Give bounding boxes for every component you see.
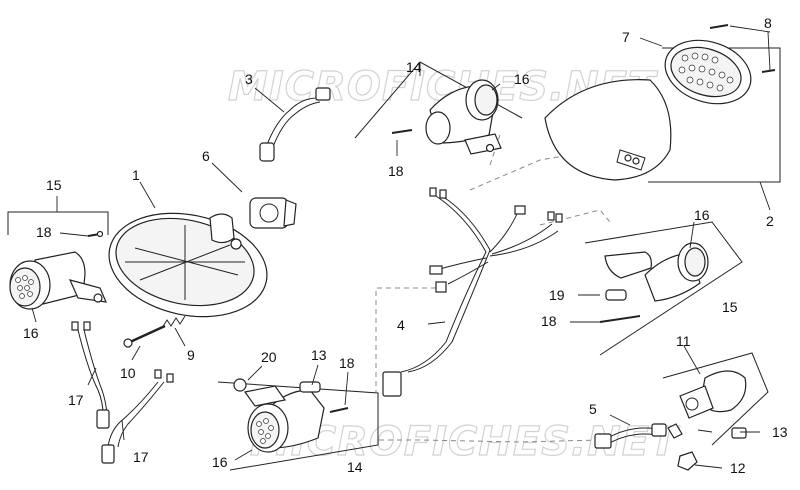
callout-5: 5 xyxy=(589,401,597,417)
dashed-wire-top xyxy=(469,149,601,191)
indicator-wire-harness-a xyxy=(71,321,110,429)
callout-2: 2 xyxy=(766,213,774,229)
callout-labels: 1 2 3 4 5 6 7 8 9 10 11 12 13 13 14 14 1… xyxy=(23,15,788,476)
headlight-assembly xyxy=(108,212,268,318)
callout-12: 12 xyxy=(730,460,746,476)
callout-20: 20 xyxy=(261,349,277,365)
rear-left-indicator xyxy=(391,79,502,155)
bracket-11 xyxy=(662,352,769,446)
front-left-indicator xyxy=(9,230,107,310)
bracket-15-right xyxy=(584,221,743,356)
callout-16-left: 16 xyxy=(23,325,39,341)
dashed-wire-bottom xyxy=(378,439,601,443)
callout-15-right: 15 xyxy=(722,299,738,315)
callout-16-right: 16 xyxy=(694,207,710,223)
callout-18-top: 18 xyxy=(388,163,404,179)
adjuster-screw-spring xyxy=(123,315,186,348)
position-bulb-wire xyxy=(259,87,331,162)
callout-4: 4 xyxy=(397,317,405,333)
callout-17-b: 17 xyxy=(133,449,149,465)
callout-3: 3 xyxy=(245,71,253,87)
tail-light-assembly xyxy=(544,24,776,181)
main-wiring-harness xyxy=(382,187,563,397)
leader-2 xyxy=(759,181,771,211)
bracket-14-bottom xyxy=(217,381,379,471)
callout-16-bottom: 16 xyxy=(212,454,228,470)
dashed-wire-lower xyxy=(375,287,436,392)
callout-18-left: 18 xyxy=(36,224,52,240)
callout-13-right: 13 xyxy=(772,424,788,440)
license-light-wire xyxy=(594,423,683,449)
callout-13-bottom: 13 xyxy=(311,347,327,363)
callout-17-a: 17 xyxy=(68,392,84,408)
rear-right-indicator xyxy=(599,242,709,323)
bracket-15-left xyxy=(7,211,109,235)
leader-lines xyxy=(31,25,771,469)
callout-1: 1 xyxy=(132,167,140,183)
callout-10: 10 xyxy=(120,365,136,381)
callout-18-bottom: 18 xyxy=(339,355,355,371)
bulb-socket xyxy=(249,197,297,229)
callout-16-top: 16 xyxy=(514,71,530,87)
callout-14-top: 14 xyxy=(406,59,422,75)
callout-7: 7 xyxy=(622,29,630,45)
callout-15-left: 15 xyxy=(46,177,62,193)
license-plate-light xyxy=(677,370,747,471)
callout-18-right: 18 xyxy=(541,313,557,329)
callout-9: 9 xyxy=(187,347,195,363)
front-right-indicator xyxy=(233,378,349,453)
callout-6: 6 xyxy=(202,148,210,164)
indicator-wire-harness-b xyxy=(101,369,174,464)
callout-8: 8 xyxy=(764,15,772,31)
callout-19: 19 xyxy=(549,287,565,303)
callout-11: 11 xyxy=(676,333,691,349)
callout-14-bottom: 14 xyxy=(347,459,363,475)
